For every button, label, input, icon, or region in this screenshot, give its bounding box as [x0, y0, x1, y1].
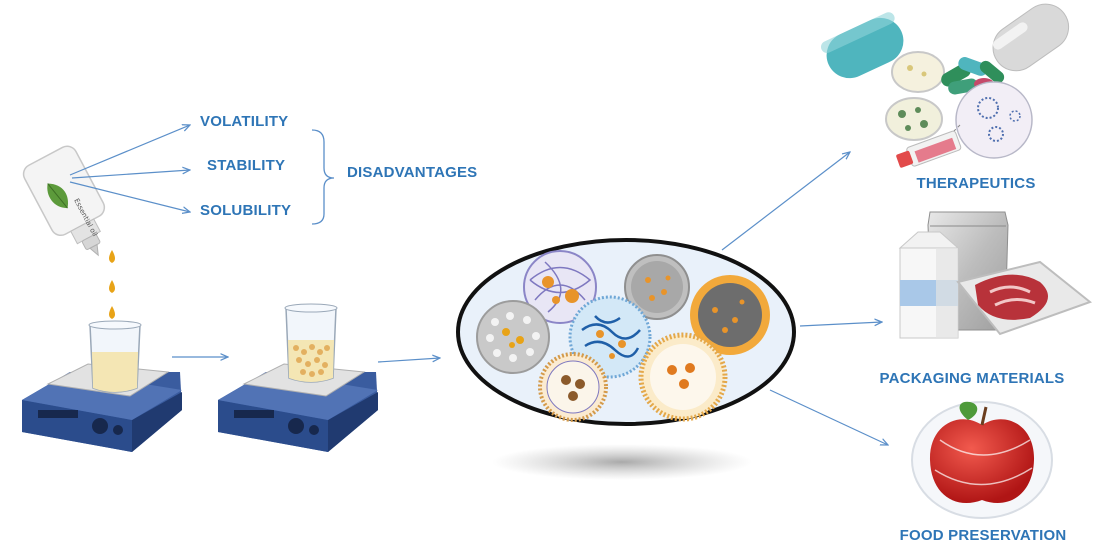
- beaker-icon: [284, 303, 338, 383]
- petri-dish-icon: [891, 51, 945, 93]
- nanoparticle-icon: [538, 352, 608, 422]
- pills-icon: [941, 57, 1005, 95]
- beaker-icon: [88, 320, 142, 393]
- label-food-preservation: FOOD PRESERVATION: [899, 527, 1067, 544]
- nanoparticle-icon: [638, 332, 728, 422]
- oil-drop-icon: [109, 250, 115, 319]
- label-volatility: VOLATILITY: [200, 113, 289, 130]
- nanoparticle-icon: [624, 254, 690, 320]
- nanoparticle-icon: [476, 300, 550, 374]
- label-packaging-materials: PACKAGING MATERIALS: [879, 370, 1065, 387]
- disadvantages-brace: [311, 129, 335, 225]
- petri-dish-icon: [885, 97, 943, 141]
- nanoparticle-icon: [523, 250, 597, 324]
- label-stability: STABILITY: [207, 157, 286, 174]
- essential-oil-bottle-icon: [22, 145, 106, 257]
- capsule-icon: [821, 12, 904, 79]
- apple-icon: [911, 401, 1053, 519]
- label-solubility: SOLUBILITY: [200, 202, 292, 219]
- meat-tray-icon: [956, 260, 1093, 336]
- label-therapeutics: THERAPEUTICS: [916, 175, 1036, 192]
- label-disadvantages: DISADVANTAGES: [347, 164, 478, 181]
- milk-carton-icon: [898, 231, 960, 339]
- magnetic-stirrer-icon: [218, 363, 378, 452]
- capsule-icon: [992, 3, 1070, 72]
- flask-icon: [896, 130, 962, 168]
- nanoparticle-icon: [690, 275, 770, 355]
